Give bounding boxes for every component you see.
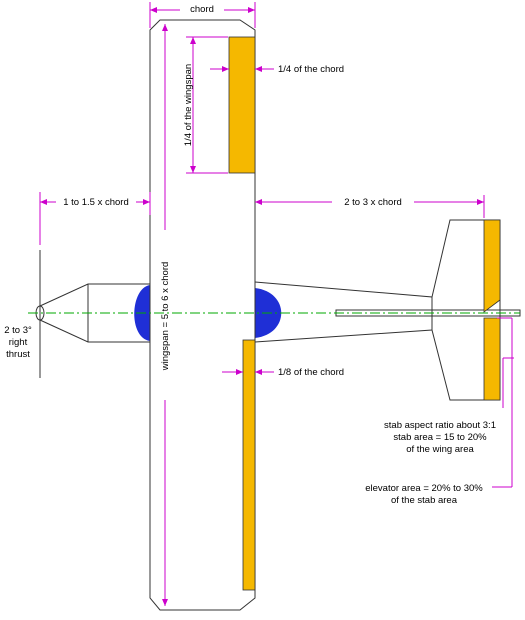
right-thrust-line2: right [9,337,28,348]
chord-label: chord [190,4,214,15]
wingspan-label: wingspan = 5 to 6 x chord [160,262,171,372]
elevator-note-line1: elevator area = 20% to 30% [365,483,483,494]
tail-moment-dimension: 2 to 3 x chord [255,195,485,218]
right-thrust-line3: thrust [6,349,30,360]
flap-bottom [242,339,256,591]
stab-note-line1: stab aspect ratio about 3:1 [384,420,496,431]
elevator-note-line2: of the stab area [391,495,458,506]
stabilizer [431,219,501,401]
right-thrust-note: 2 to 3° right thrust [4,325,32,360]
nose-length-dimension: 1 to 1.5 x chord [39,192,151,245]
elevator-note: elevator area = 20% to 30% of the stab a… [365,317,513,506]
tail-moment-label: 2 to 3 x chord [344,197,402,208]
stab-note-line3: of the wing area [406,444,474,455]
eighth-chord-dimension: 1/8 of the chord [222,367,344,378]
quarter-span-label: 1/4 of the wingspan [183,64,194,146]
eighth-chord-label: 1/8 of the chord [278,367,344,378]
quarter-span-dimension: 1/4 of the wingspan [183,36,228,174]
fuselage [254,281,521,343]
right-thrust-line1: 2 to 3° [4,325,32,336]
fuselage-outline [254,281,433,343]
stab-note-line2: stab area = 15 to 20% [393,432,487,443]
aileron-chord-dimension: 1/4 of the chord [210,64,344,75]
wing-outline [149,19,256,611]
wing [149,19,256,611]
nose-length-label: 1 to 1.5 x chord [63,197,128,208]
aileron-top [228,36,256,174]
chord-dimension: chord [149,2,256,28]
wingspan-dimension: wingspan = 5 to 6 x chord [160,24,171,606]
elevator-top [483,219,501,313]
elevator-bottom [483,317,501,401]
aileron-chord-label: 1/4 of the chord [278,64,344,75]
